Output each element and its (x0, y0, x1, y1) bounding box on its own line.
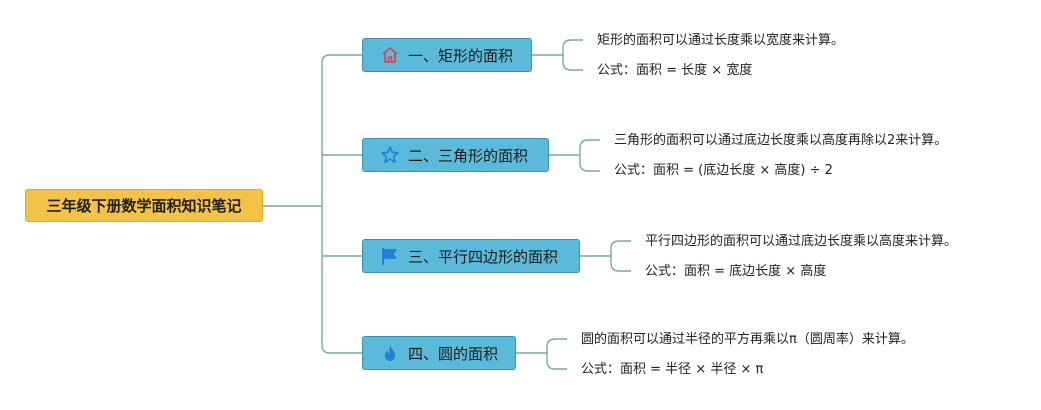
leaf-text: 公式：面积 = 长度 × 宽度 (597, 63, 753, 78)
leaf-text: 平行四边形的面积可以通过底边长度乘以高度来计算。 (645, 234, 958, 249)
flame-icon (380, 343, 400, 363)
flag-icon (380, 246, 400, 266)
branch-label: 一、矩形的面积 (408, 46, 514, 65)
root-topic[interactable]: 三年级下册数学面积知识笔记 (25, 189, 263, 222)
branch-label: 三、平行四边形的面积 (408, 247, 559, 266)
branch-label: 四、圆的面积 (408, 344, 499, 363)
house-icon (380, 45, 400, 65)
leaf-text: 三角形的面积可以通过底边长度乘以高度再除以2来计算。 (614, 133, 948, 148)
branch-circle-area[interactable]: 四、圆的面积 (362, 336, 516, 370)
branch-triangle-area[interactable]: 二、三角形的面积 (362, 138, 549, 172)
star-icon (380, 145, 400, 165)
leaf-text: 圆的面积可以通过半径的平方再乘以π（圆周率）来计算。 (581, 332, 914, 347)
leaf-text: 公式：面积 = 半径 × 半径 × π (581, 362, 764, 377)
leaf-text: 公式：面积 = (底边长度 × 高度) ÷ 2 (614, 163, 833, 178)
leaf-text: 矩形的面积可以通过长度乘以宽度来计算。 (597, 33, 845, 48)
branch-parallelogram-area[interactable]: 三、平行四边形的面积 (362, 239, 580, 273)
root-topic-label: 三年级下册数学面积知识笔记 (46, 197, 242, 215)
branch-label: 二、三角形的面积 (408, 146, 529, 165)
branch-rectangle-area[interactable]: 一、矩形的面积 (362, 38, 532, 72)
leaf-text: 公式：面积 = 底边长度 × 高度 (645, 264, 827, 279)
